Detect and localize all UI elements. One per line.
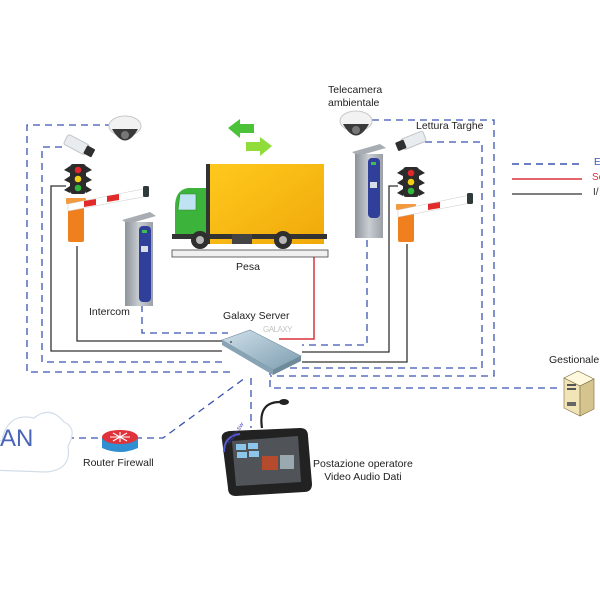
label-telecamera-line2: ambientale	[328, 97, 380, 109]
label-galaxy-server: Galaxy Server	[223, 310, 290, 322]
legend-label-ethernet: E	[594, 157, 600, 168]
barrier-left-icon	[66, 186, 149, 242]
legend	[512, 163, 582, 195]
truck-icon	[172, 164, 327, 249]
wan-cloud-icon	[0, 411, 73, 473]
serial-line-pesa	[279, 256, 315, 340]
label-intercom: Intercom	[89, 306, 130, 318]
label-postazione-line1: Postazione operatore	[313, 458, 413, 470]
io-line-traffic-left	[50, 185, 222, 352]
traffic-light-left-icon	[64, 164, 92, 194]
intercom-kiosk-icon	[122, 212, 156, 306]
label-telecamera-ambientale: Telecamera ambientale	[328, 84, 382, 110]
io-line-barrier-right	[302, 244, 408, 363]
ethernet-line-dome-left	[26, 124, 232, 373]
label-postazione-line2: Video Audio Dati	[324, 471, 402, 483]
legend-label-io: I/	[593, 187, 599, 198]
connections	[26, 119, 562, 439]
label-wan: AN	[0, 425, 34, 452]
label-router-firewall: Router Firewall	[83, 457, 154, 469]
traffic-light-right-icon	[397, 167, 425, 197]
operator-console-icon	[221, 399, 312, 496]
router-firewall-icon	[102, 430, 138, 452]
label-gestionale: Gestionale	[549, 354, 600, 366]
ethernet-line-bullet-right	[270, 141, 483, 369]
label-lettura-targhe: Lettura Targhe	[416, 120, 484, 132]
barrier-right-icon	[396, 193, 473, 242]
ethernet-line-dome-right	[270, 119, 495, 377]
gestionale-pc-icon	[563, 370, 595, 417]
dome-camera-right-icon	[339, 110, 373, 136]
bullet-camera-left-icon	[63, 134, 96, 158]
label-pesa: Pesa	[236, 261, 260, 273]
bullet-camera-right-icon	[395, 130, 427, 151]
ethernet-line-router	[55, 377, 246, 439]
label-telecamera-line1: Telecamera	[328, 84, 383, 96]
ethernet-line-intercom	[141, 305, 228, 334]
legend-label-serial: Se	[592, 172, 600, 183]
label-galaxy-logo: GALAXY	[263, 325, 293, 334]
label-postazione-operatore: Postazione operatore Video Audio Dati	[313, 458, 413, 484]
ethernet-line-kiosk-right	[302, 240, 368, 346]
dome-camera-left-icon	[108, 115, 142, 141]
galaxy-server-icon	[221, 329, 302, 375]
io-line-traffic-right	[302, 185, 398, 353]
ethernet-line-bullet-left	[41, 146, 226, 363]
bidirectional-arrows-icon	[228, 119, 272, 156]
kiosk-right-icon	[352, 144, 386, 238]
io-line-barrier-left	[76, 246, 222, 342]
ethernet-line-gestionale	[269, 368, 562, 389]
weighbridge-platform	[171, 249, 329, 258]
